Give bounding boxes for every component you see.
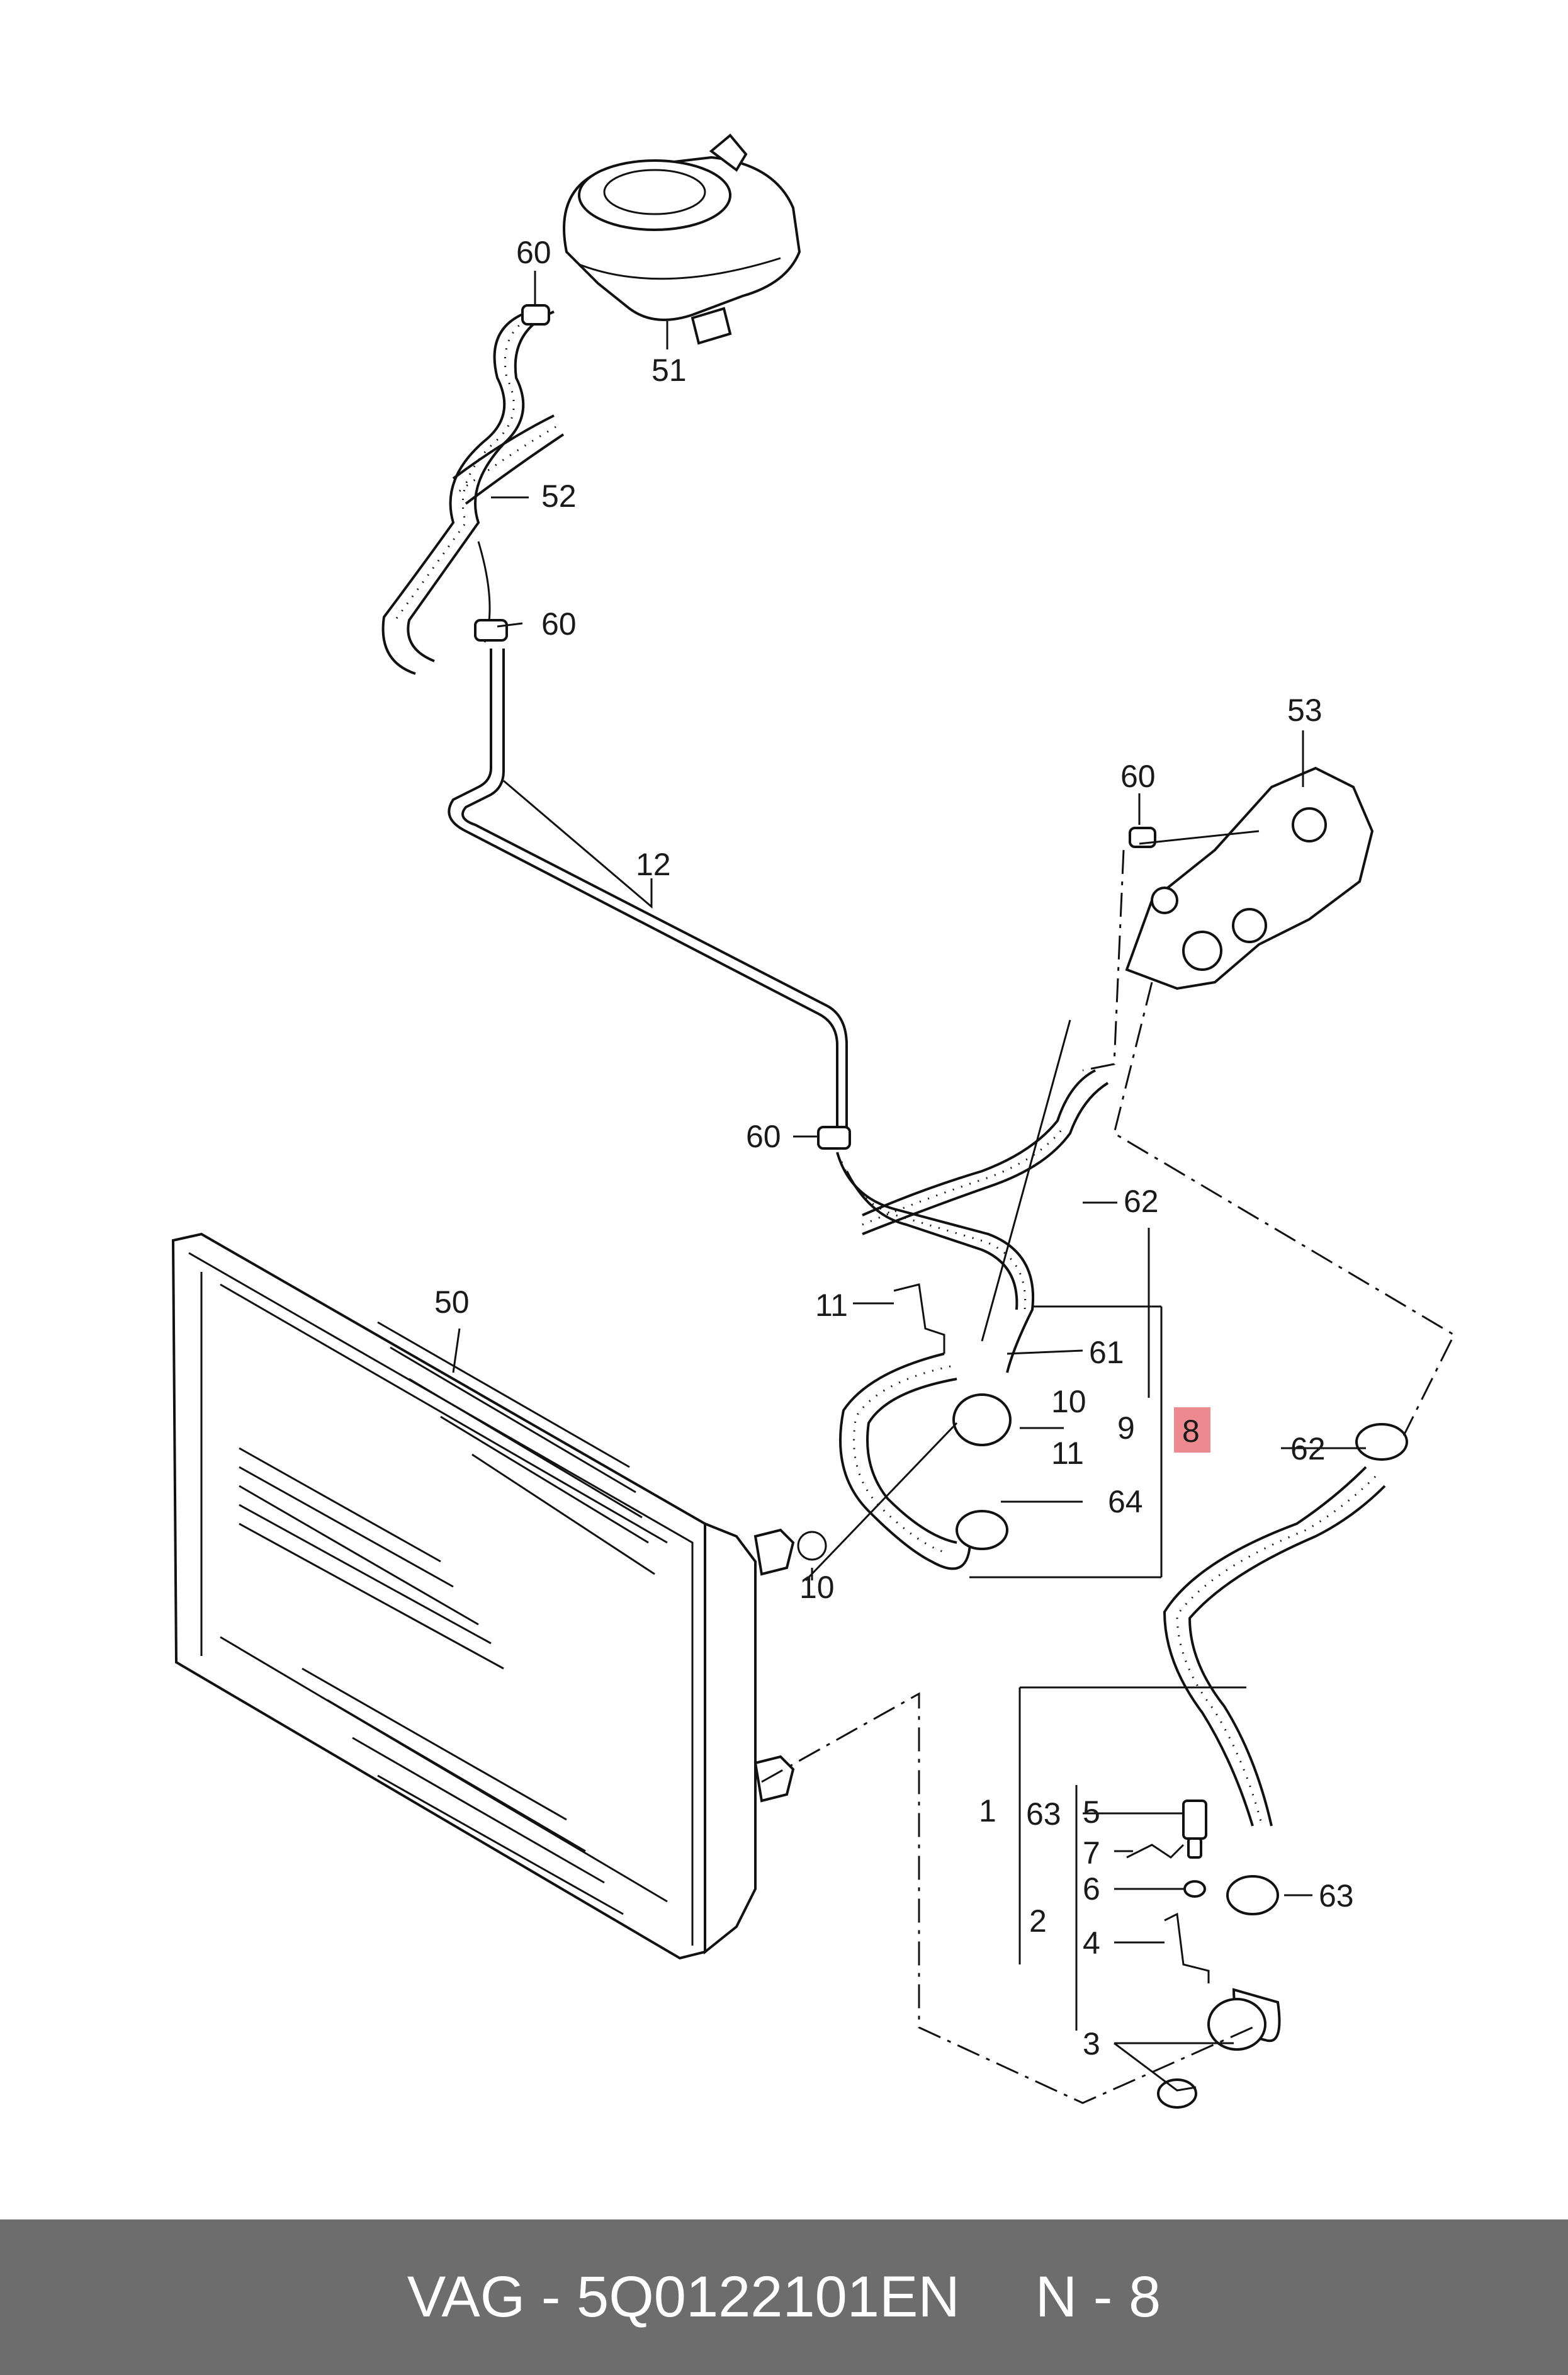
callout-3: 3 bbox=[1083, 2026, 1100, 2061]
callout-50: 50 bbox=[434, 1284, 470, 1320]
callout-5: 5 bbox=[1083, 1794, 1100, 1830]
callout-4: 4 bbox=[1083, 1925, 1100, 1961]
callout-53: 53 bbox=[1287, 693, 1323, 728]
o-ring-3 bbox=[1157, 2078, 1197, 2109]
callout-2: 2 bbox=[1029, 1903, 1047, 1939]
callout-11-upper: 11 bbox=[815, 1288, 848, 1323]
reference-label: N - 8 bbox=[1035, 2265, 1161, 2329]
callout-61: 61 bbox=[1089, 1335, 1124, 1370]
part-number-label: VAG - 5Q0122101EN bbox=[407, 2265, 960, 2329]
callout-63-clamp: 63 bbox=[1319, 1878, 1354, 1913]
callout-52: 52 bbox=[541, 479, 577, 514]
callout-62-upper: 62 bbox=[1124, 1184, 1159, 1219]
parts-diagram: 60 51 52 60 12 53 60 60 62 50 11 61 10 9… bbox=[171, 133, 1455, 2109]
callout-9: 9 bbox=[1117, 1410, 1135, 1446]
upper-hose bbox=[381, 310, 565, 675]
footer-bar: VAG - 5Q0122101EN N - 8 bbox=[0, 2219, 1568, 2375]
o-ring-6 bbox=[1183, 1880, 1206, 1898]
callout-7: 7 bbox=[1083, 1835, 1100, 1871]
thermostat-housing bbox=[1125, 766, 1374, 990]
retaining-clip-7 bbox=[1126, 1844, 1185, 1859]
callout-1: 1 bbox=[979, 1793, 996, 1828]
clamp-60-b bbox=[474, 619, 508, 642]
callout-60-upper: 60 bbox=[541, 606, 577, 642]
callout-10-upper: 10 bbox=[1051, 1384, 1086, 1419]
clamp-60-d bbox=[817, 1126, 851, 1150]
callout-60-thermostat: 60 bbox=[1120, 759, 1156, 794]
callout-6: 6 bbox=[1083, 1871, 1100, 1907]
callout-62-lower: 62 bbox=[1290, 1431, 1326, 1466]
clamp-60-a bbox=[521, 304, 550, 326]
callout-10-lower: 10 bbox=[799, 1570, 835, 1605]
temperature-sensor bbox=[1182, 1800, 1207, 1859]
radiator bbox=[171, 1232, 827, 1960]
leader-lines bbox=[452, 271, 1366, 2092]
callout-63-group: 63 bbox=[1026, 1796, 1061, 1832]
callout-60-tank: 60 bbox=[516, 235, 551, 270]
lower-hose-assembly bbox=[836, 1069, 1109, 1570]
coolant-pipe bbox=[448, 649, 848, 1127]
callout-12: 12 bbox=[636, 847, 671, 882]
callout-60-pipe: 60 bbox=[746, 1119, 781, 1154]
callout-11-lower: 11 bbox=[1051, 1436, 1084, 1471]
radiator-return-hose bbox=[1163, 1423, 1408, 2051]
assembly-lines bbox=[761, 849, 1455, 2104]
callout-64: 64 bbox=[1108, 1484, 1143, 1519]
retaining-clip-11 bbox=[893, 1283, 945, 1354]
expansion-tank bbox=[563, 133, 801, 345]
retaining-clip-4 bbox=[1164, 1912, 1210, 1983]
callout-8-highlight bbox=[1174, 1407, 1210, 1453]
callout-8: 8 bbox=[1182, 1414, 1200, 1449]
callout-51: 51 bbox=[651, 353, 687, 388]
